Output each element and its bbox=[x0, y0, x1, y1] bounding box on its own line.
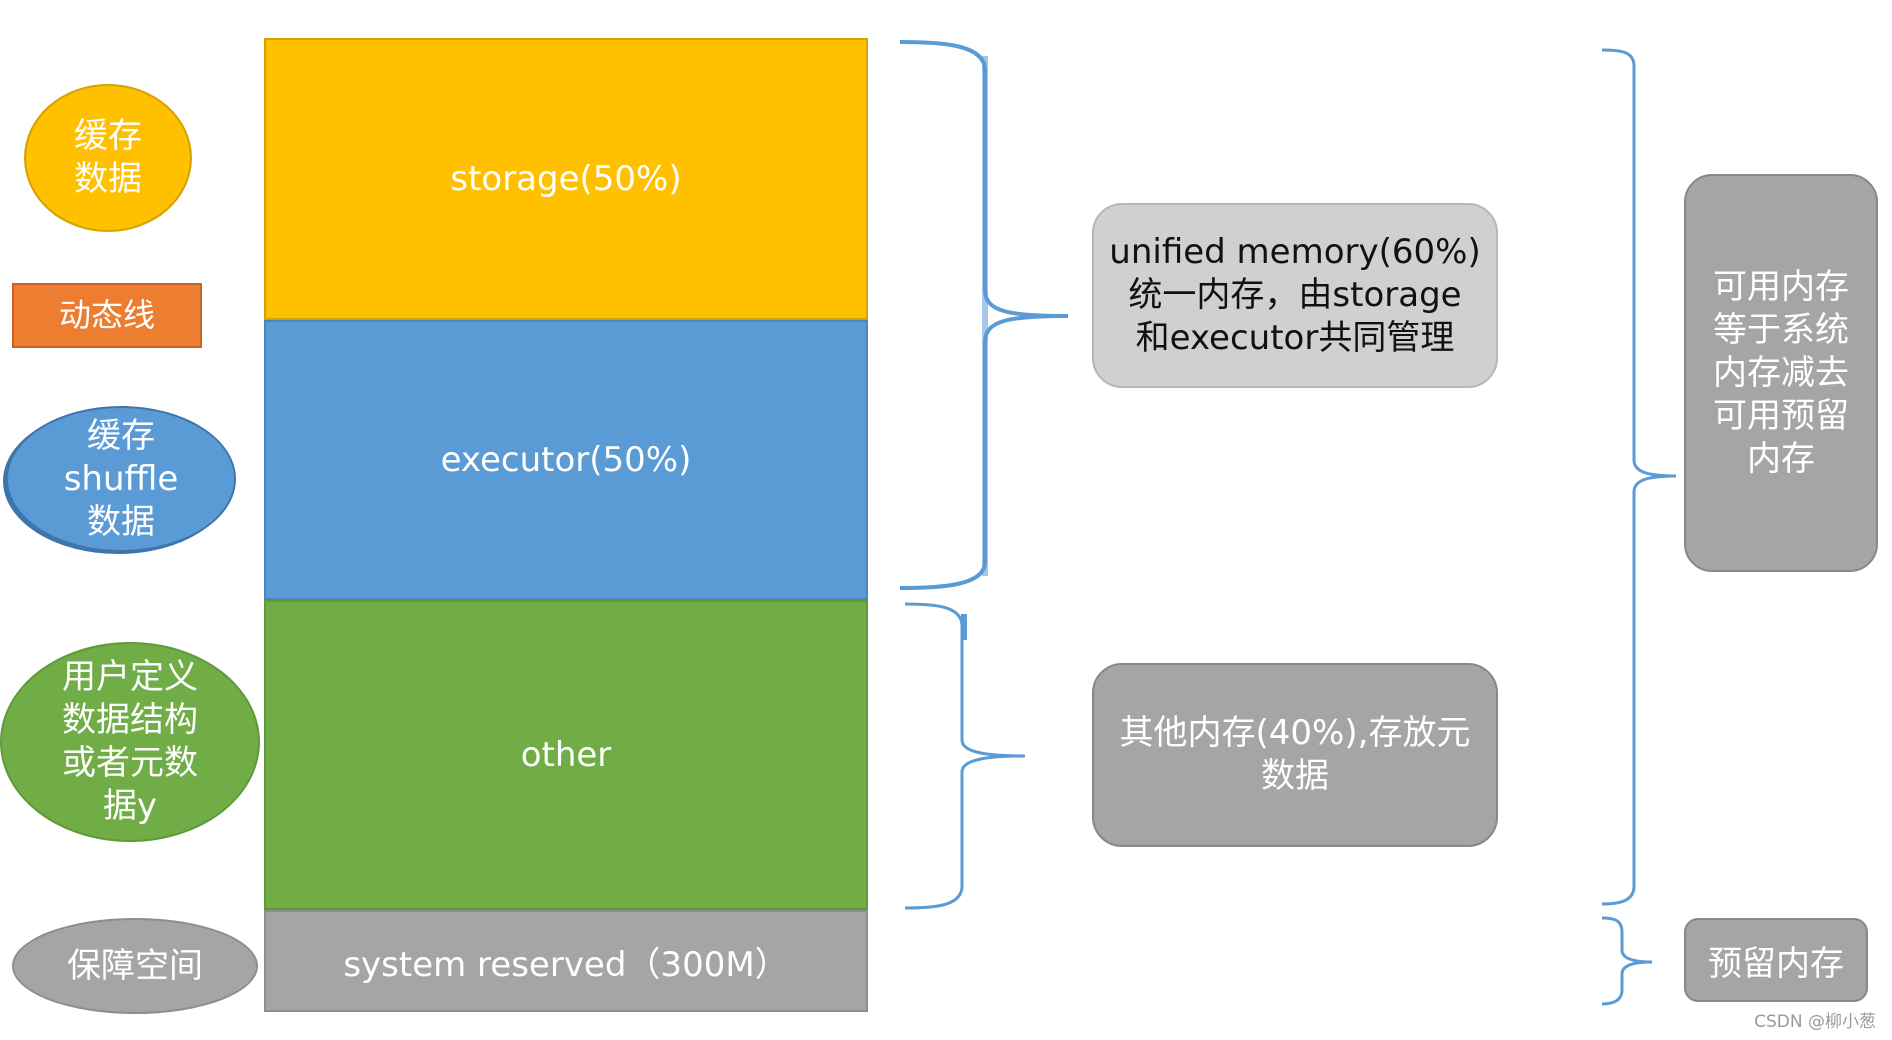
unified-memory-line-1: unified memory(60%) bbox=[1109, 232, 1481, 272]
storage-label: storage(50%) bbox=[450, 159, 682, 199]
available-memory-line-4: 可用预留 bbox=[1713, 395, 1849, 436]
user-data-line-3: 或者元数 bbox=[62, 743, 198, 783]
other-memory-line-1: 其他内存(40%),存放元 bbox=[1119, 713, 1471, 753]
other-memory-box: 其他内存(40%),存放元 数据 bbox=[1092, 663, 1498, 847]
available-memory-line-2: 等于系统 bbox=[1713, 309, 1849, 350]
cache-data-line-1: 缓存 bbox=[74, 116, 142, 156]
system-reserved-label: system reserved（300M） bbox=[343, 944, 789, 985]
brace-unified-thick bbox=[982, 56, 988, 576]
cache-data-ellipse: 缓存 数据 bbox=[24, 84, 192, 232]
guarantee-space-ellipse: 保障空间 bbox=[12, 918, 258, 1014]
cache-shuffle-line-2: shuffle bbox=[63, 458, 179, 499]
available-memory-box: 可用内存 等于系统 内存减去 可用预留 内存 bbox=[1684, 174, 1878, 572]
storage-segment: storage(50%) bbox=[264, 38, 868, 320]
other-memory-line-2: 数据 bbox=[1260, 756, 1329, 796]
cache-shuffle-ellipse: 缓存 shuffle 数据 bbox=[6, 406, 236, 552]
reserved-memory-label: 预留内存 bbox=[1708, 943, 1844, 984]
watermark: CSDN @柳小葱 bbox=[1754, 1012, 1876, 1032]
dynamic-line-box: 动态线 bbox=[12, 283, 202, 348]
reserved-memory-box: 预留内存 bbox=[1684, 918, 1868, 1002]
system-reserved-segment: system reserved（300M） bbox=[264, 910, 868, 1012]
cache-data-line-2: 数据 bbox=[74, 159, 142, 199]
guarantee-space-label: 保障空间 bbox=[67, 945, 203, 986]
brace-other-memory bbox=[904, 602, 1026, 910]
available-memory-line-3: 内存减去 bbox=[1713, 352, 1849, 393]
user-data-line-2: 数据结构 bbox=[62, 700, 198, 740]
available-memory-line-1: 可用内存 bbox=[1713, 266, 1849, 307]
executor-segment: executor(50%) bbox=[264, 320, 868, 600]
user-data-ellipse: 用户定义 数据结构 或者元数 据y bbox=[0, 642, 260, 842]
unified-memory-line-2: 统一内存，由storage bbox=[1128, 275, 1462, 315]
unified-memory-line-3: 和executor共同管理 bbox=[1135, 318, 1455, 358]
cache-shuffle-line-1: 缓存 bbox=[86, 415, 155, 456]
brace-unified-memory bbox=[899, 40, 1069, 590]
executor-label: executor(50%) bbox=[440, 440, 692, 480]
brace-reserved-memory bbox=[1601, 916, 1653, 1006]
other-segment: other bbox=[264, 600, 868, 910]
brace-available-memory bbox=[1601, 48, 1677, 906]
other-label: other bbox=[520, 735, 612, 775]
brace-other-tick bbox=[961, 614, 967, 640]
user-data-line-4: 据y bbox=[102, 786, 158, 826]
dynamic-line-label: 动态线 bbox=[58, 296, 155, 334]
user-data-line-1: 用户定义 bbox=[62, 657, 198, 697]
cache-shuffle-line-3: 数据 bbox=[86, 501, 155, 542]
unified-memory-box: unified memory(60%) 统一内存，由storage 和execu… bbox=[1092, 203, 1498, 388]
available-memory-line-5: 内存 bbox=[1747, 438, 1815, 479]
